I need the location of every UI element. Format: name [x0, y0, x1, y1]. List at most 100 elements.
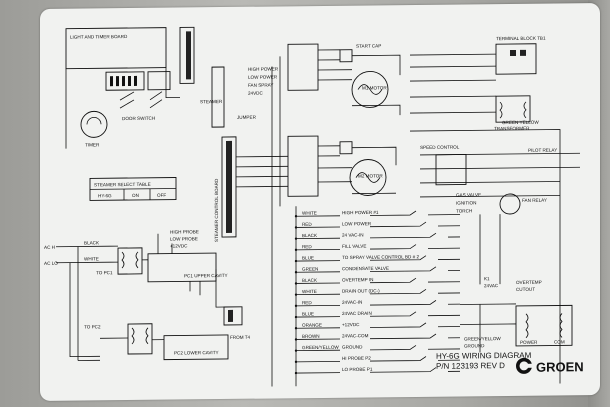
m1-terminal-block: [287, 43, 319, 91]
terminal-dot: [294, 215, 298, 218]
row-wire: [296, 266, 460, 273]
row-label: OVERTEMP IN: [342, 277, 373, 282]
label-k1: K1: [484, 276, 490, 281]
label-steamer-select-table: STEAMER SELECT TABLE: [94, 182, 151, 188]
row-wire: [296, 300, 460, 307]
motor-m1: M1 MOTOR START CAP HIGH POWER LOW POWER …: [248, 43, 401, 116]
label-start-cap-1: START CAP: [356, 43, 381, 48]
label-24vac: 24VAC: [484, 283, 499, 288]
wire-color-label: WHITE: [302, 289, 317, 294]
label-pc1: PC1 UPPER CAVITY: [184, 273, 228, 278]
label-12vdc: +12VDC: [170, 243, 188, 248]
label-light-timer-board: LIGHT AND TIMER BOARD: [70, 34, 128, 40]
label-on: ON: [132, 193, 139, 198]
label-low-power: LOW POWER: [248, 74, 278, 79]
wire-color-label: BLACK: [302, 278, 318, 283]
label-black: BLACK: [84, 240, 100, 245]
wire-color-label: GREEN/YELLOW: [302, 345, 339, 350]
wire-color-label: BLUE: [302, 255, 314, 260]
label-from-t4: FROM T4: [230, 335, 251, 340]
transformer-24vac: [515, 304, 573, 347]
row-wire: [296, 232, 460, 240]
transformer-right-top: [495, 95, 531, 123]
control-connectors: STEAMER STEAMER CONTROL BOARD JUMPER: [179, 26, 257, 242]
central-bus: [271, 56, 297, 387]
row-label: 24VAC DRAIN: [342, 311, 372, 316]
terminal-dot: [294, 338, 298, 341]
label-door-switch: DOOR SWITCH: [122, 116, 155, 121]
row-wire: [296, 210, 460, 217]
label-24vdc: 24VDC: [248, 91, 263, 96]
wire-color-label: WHITE: [302, 211, 317, 216]
start-cap-2: [339, 141, 353, 155]
row-label: 24VAC-COM: [342, 333, 369, 338]
label-low-probe: LOW PROBE: [170, 236, 198, 241]
label-high-probe: HIGH PROBE: [170, 229, 199, 234]
row-wire: [296, 311, 460, 318]
wire-color-label: ORANGE: [302, 322, 322, 327]
row-label: CONDENSATE VALVE: [342, 266, 389, 271]
diagram-title: HY-6G WIRING DIAGRAM: [436, 351, 532, 361]
label-ignition: IGNITION: [456, 200, 476, 205]
label-ac-lo: AC LO: [44, 261, 58, 266]
row-label: LOW POWER: [342, 221, 372, 226]
label-m1-motor: M1 MOTOR: [362, 85, 387, 90]
row-wire: [296, 367, 460, 374]
label-high-power: HIGH POWER: [248, 66, 279, 71]
label-timer: TIMER: [85, 142, 100, 147]
wire-color-label: RED: [302, 222, 312, 227]
label-to-pc1: TO PC1: [96, 270, 113, 275]
motor-m2: M2 MOTOR: [236, 135, 397, 197]
row-wire: [296, 244, 460, 251]
row-label: +12VDC: [342, 322, 360, 327]
pc2-lower-cavity: TO PC2 PC2 LOWER CAVITY FROM T4: [78, 269, 251, 361]
label-to-pc2: TO PC2: [84, 324, 101, 329]
row-wire: [296, 288, 460, 296]
light-timer-board: LIGHT AND TIMER BOARD TIMER DOOR SWITCH: [65, 27, 180, 149]
row-label: DRAIN OUT (DC-): [342, 288, 380, 293]
steamer-select-table: STEAMER SELECT TABLE HY-6G ON OFF: [89, 177, 177, 201]
row-label: 24VAC-IN: [342, 300, 362, 305]
row-wire: [296, 333, 460, 340]
row-label: HI PROBE P2: [342, 356, 371, 361]
right-section: TERMINAL BLOCK TB1 TRANSFORMER SPEED CON…: [410, 36, 580, 384]
label-ac-h: AC H: [44, 245, 55, 250]
row-wire: [296, 255, 460, 262]
label-power: POWER: [520, 340, 538, 345]
row-wire: [296, 356, 460, 363]
label-cutout: CUTOUT: [516, 287, 535, 292]
label-fan-spray: FAN SPRAY: [248, 82, 273, 87]
label-green-yellow-top: GREEN YELLOW: [502, 120, 539, 125]
fan-relay: [499, 193, 521, 215]
label-speed-control: SPEED CONTROL: [420, 145, 460, 150]
label-fan-relay: FAN RELAY: [522, 198, 547, 203]
transformer-t3: [117, 247, 143, 275]
label-ground: GROUND: [464, 343, 485, 348]
row-label: TO SPRAY VALVE CONTROL BD # 2: [342, 254, 419, 260]
pc1-upper-cavity: HIGH PROBE LOW PROBE +12VDC PC1 UPPER CA…: [147, 229, 228, 296]
groen-logo: GROEN: [516, 357, 584, 375]
terminal-dot: [294, 293, 298, 296]
row-wire: [296, 345, 460, 352]
row-wire: [296, 221, 460, 228]
wire-color-label: GREEN: [302, 267, 318, 272]
terminal-dot: [294, 371, 298, 375]
start-cap-1: [339, 49, 353, 63]
label-gas-valve: GAS VALVE: [456, 192, 481, 197]
jumper-pins: [110, 75, 137, 87]
row-label: HIGH POWER #1: [342, 210, 379, 215]
wire-color-label: RED: [302, 244, 312, 249]
label-jumper: JUMPER: [237, 115, 257, 120]
wire-color-label: RED: [302, 300, 312, 305]
terminal-dot: [294, 360, 298, 364]
terminal-dot: [294, 349, 298, 352]
timer-symbol: [80, 110, 108, 138]
terminal-dot: [294, 248, 298, 252]
wire-color-label: BLACK: [302, 233, 318, 238]
row-label: GROUND: [342, 344, 363, 349]
terminal-dot: [294, 259, 298, 263]
terminal-dot: [294, 282, 298, 285]
label-transformer-top: TRANSFORMER: [494, 126, 530, 131]
label-steamer-control-board: STEAMER CONTROL BOARD: [214, 178, 219, 242]
label-m2-motor: M2 MOTOR: [358, 173, 383, 178]
